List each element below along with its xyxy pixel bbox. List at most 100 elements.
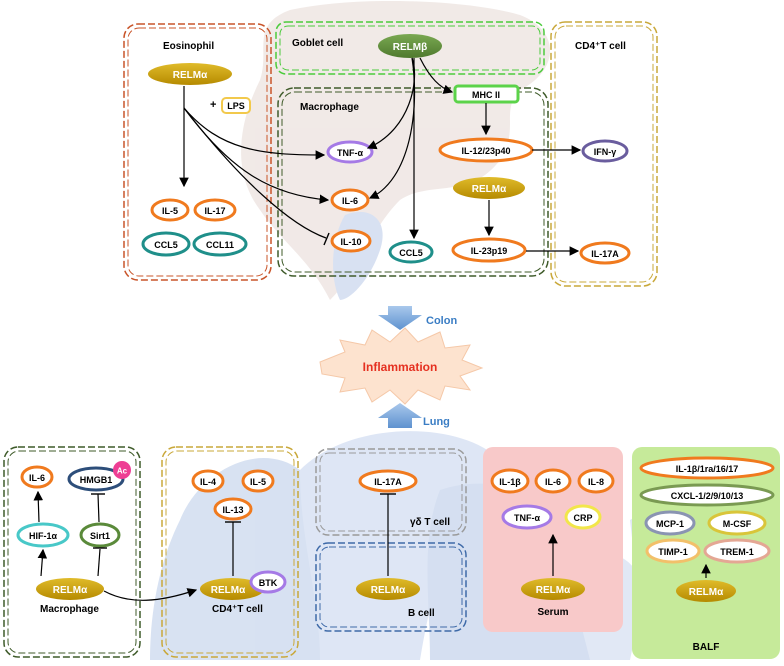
btk-node <box>249 570 287 594</box>
svg-text:IL-13: IL-13 <box>222 505 243 515</box>
tnf-node <box>326 140 374 164</box>
balf-cxcl-node <box>639 483 775 507</box>
cd4-top-title: CD4⁺T cell <box>575 41 626 52</box>
eos-relm-node <box>148 63 232 85</box>
svg-text:TREM-1: TREM-1 <box>720 547 754 557</box>
top-il10-node <box>330 229 372 253</box>
top-il6-node <box>330 188 370 212</box>
eos-il5-node <box>150 198 190 222</box>
bottom-cd4-title: CD4⁺T cell <box>212 604 263 615</box>
goblet-title: Goblet cell <box>292 38 343 49</box>
svg-text:IL-6: IL-6 <box>29 473 45 483</box>
trem-node <box>703 538 771 564</box>
svg-text:M-CSF: M-CSF <box>723 519 752 529</box>
mcsf-node <box>707 510 767 536</box>
eosinophil-title: Eosinophil <box>163 41 214 52</box>
svg-text:IL-5: IL-5 <box>250 477 266 487</box>
timp-node <box>645 538 701 564</box>
eos-ccl5-node <box>141 231 191 257</box>
colon-label: Colon <box>426 315 457 327</box>
svg-text:IL-10: IL-10 <box>340 237 361 247</box>
serum-il8-node <box>577 468 615 494</box>
balf-relm-node <box>676 580 736 602</box>
bcd4-il5-node <box>241 469 275 493</box>
serum-tnf-node <box>501 504 553 530</box>
top-il17a-node <box>579 241 631 265</box>
colon-arrow <box>378 306 422 330</box>
svg-text:IL-4: IL-4 <box>200 477 216 487</box>
svg-text:IL-17: IL-17 <box>204 206 225 216</box>
balf-title: BALF <box>693 642 720 653</box>
svg-text:Ac: Ac <box>117 467 128 476</box>
svg-text:IL-5: IL-5 <box>162 206 178 216</box>
inflammation-label: Inflammation <box>363 360 438 374</box>
svg-text:IL-17A: IL-17A <box>374 477 402 487</box>
top-arrows <box>179 57 582 256</box>
serum-title: Serum <box>537 607 568 618</box>
lps-node <box>221 97 251 114</box>
gdt-il17a-node <box>358 469 418 493</box>
svg-text:CCL5: CCL5 <box>154 240 178 250</box>
serum-relm-node <box>521 578 585 600</box>
bm-il6-node <box>20 465 54 489</box>
bcd4-relm-node <box>200 578 264 600</box>
svg-text:CRP: CRP <box>573 513 592 523</box>
svg-text:IL-12/23p40: IL-12/23p40 <box>461 146 510 156</box>
svg-text:RELMα: RELMα <box>536 585 571 596</box>
svg-text:IFN-γ: IFN-γ <box>594 147 617 157</box>
svg-text:IL-6: IL-6 <box>342 196 358 206</box>
cd4-top-box <box>550 21 658 287</box>
svg-text:IL-6: IL-6 <box>545 477 561 487</box>
bcell-title: B cell <box>408 608 435 619</box>
svg-text:TNF-α: TNF-α <box>337 148 363 158</box>
plus-sign: + <box>210 99 216 111</box>
svg-text:RELMα: RELMα <box>211 585 246 596</box>
svg-text:MCP-1: MCP-1 <box>656 519 684 529</box>
macrophage-title: Macrophage <box>300 102 359 113</box>
sirt1-node <box>79 522 121 548</box>
svg-text:RELMα: RELMα <box>371 585 406 596</box>
mhc-node <box>453 84 520 104</box>
svg-text:IL-17A: IL-17A <box>591 249 619 259</box>
crp-node <box>564 504 602 530</box>
bcell-box <box>315 542 467 632</box>
svg-text:RELMα: RELMα <box>689 587 724 598</box>
lung-label: Lung <box>423 416 450 428</box>
mcp-node <box>644 510 696 536</box>
il13-node <box>213 497 253 521</box>
bottom-arrows <box>33 490 711 601</box>
svg-text:IL-1β/1ra/16/17: IL-1β/1ra/16/17 <box>676 464 739 474</box>
hif-node <box>16 522 70 548</box>
svg-text:HIF-1α: HIF-1α <box>29 531 58 541</box>
svg-text:IL-1β: IL-1β <box>499 477 521 487</box>
gdt-title: γδ T cell <box>410 517 450 528</box>
ifn-node <box>581 139 629 163</box>
mac-relm-node <box>453 177 525 199</box>
svg-text:LPS: LPS <box>227 101 245 111</box>
svg-text:RELMα: RELMα <box>53 585 88 596</box>
svg-text:RELMα: RELMα <box>472 184 507 195</box>
il23-node <box>451 237 527 263</box>
balf-il1-node <box>639 456 775 480</box>
svg-text:RELMα: RELMα <box>173 70 208 81</box>
goblet-box <box>275 21 545 75</box>
svg-text:CCL11: CCL11 <box>206 240 234 250</box>
svg-text:BTK: BTK <box>259 578 278 588</box>
lung-arrow <box>378 403 422 428</box>
bottom-cd4-box <box>161 446 299 658</box>
svg-text:IL-23p19: IL-23p19 <box>471 246 508 256</box>
hmgb1-node <box>67 466 125 492</box>
svg-text:IL-8: IL-8 <box>588 477 604 487</box>
bm-relm-node <box>36 578 104 600</box>
svg-text:RELMβ: RELMβ <box>393 42 427 53</box>
serum-il6-node <box>534 468 572 494</box>
goblet-relmb-node <box>378 34 442 58</box>
bottom-macrophage-title: Macrophage <box>40 604 99 615</box>
svg-text:MHC II: MHC II <box>472 90 500 100</box>
svg-text:TNF-α: TNF-α <box>514 513 540 523</box>
macrophage-box <box>277 87 549 277</box>
gdt-box <box>315 448 467 536</box>
svg-text:CXCL-1/2/9/10/13: CXCL-1/2/9/10/13 <box>671 491 744 501</box>
il4-node <box>191 469 225 493</box>
